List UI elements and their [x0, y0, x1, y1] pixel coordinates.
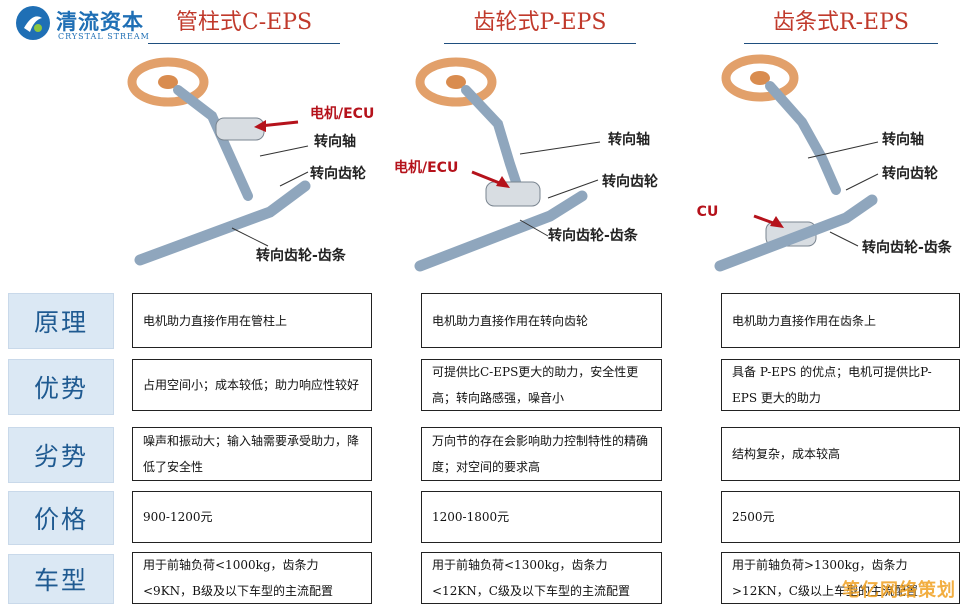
cell-text: 用于前轴负荷<1300kg，齿条力<12KN，C级及以下车型的主流配置 [432, 558, 630, 598]
steering-rack [414, 190, 588, 272]
steering-gear-label: 转向齿轮 [882, 165, 938, 182]
cell-disadvantages-p-eps: 万向节的存在会影响助力控制特性的精确度；对空间的要求高 [421, 427, 662, 481]
arrow-head [496, 176, 510, 188]
steering-diagram-p-eps: 电机/ECU 转向轴 转向齿轮 转向齿轮-齿条 [394, 57, 658, 272]
steering-gear-label: 转向齿轮 [602, 173, 658, 190]
cell-vehicle-type-p-eps: 用于前轴负荷<1300kg，齿条力<12KN，C级及以下车型的主流配置 [421, 552, 662, 604]
motor-ecu-label: 电机/ECU [394, 159, 458, 176]
row-label-vehicle-type: 车型 [8, 554, 114, 604]
cell-text: 2500元 [732, 510, 775, 524]
steering-wheel-icon [127, 57, 209, 107]
motor-ecu-label: 电机/ECU [310, 105, 374, 122]
cell-text: 900-1200元 [143, 510, 213, 524]
title-underline [148, 43, 340, 44]
cell-vehicle-type-c-eps: 用于前轴负荷<1000kg，齿条力<9KN，B级及以下车型的主流配置 [132, 552, 372, 604]
cell-advantages-c-eps: 占用空间小；成本较低；助力响应性较好 [132, 359, 372, 411]
logo-tagline: CRYSTAL STREAM [58, 32, 150, 41]
cell-text: 占用空间小；成本较低；助力响应性较好 [143, 378, 360, 392]
cell-vehicle-type-r-eps: 用于前轴负荷>1300kg，齿条力>12KN，C级以上车型的主流配置 [721, 552, 960, 604]
cell-text: 用于前轴负荷<1000kg，齿条力<9KN，B级及以下车型的主流配置 [143, 558, 333, 598]
steering-column [765, 81, 841, 195]
logo-title: 清流资本 [56, 10, 144, 34]
wheel-hub [446, 75, 466, 89]
diagram-p-eps: 电机/ECU 转向轴 转向齿轮 转向齿轮-齿条 [390, 46, 690, 280]
cell-disadvantages-r-eps: 结构复杂，成本较高 [721, 427, 960, 481]
arrow-head [254, 120, 266, 132]
cell-principle-r-eps: 电机助力直接作用在齿条上 [721, 293, 960, 348]
steering-column [173, 85, 253, 201]
row-label-disadvantages: 劣势 [8, 427, 114, 483]
title-underline [444, 43, 636, 44]
rack-pinion-label: 转向齿轮-齿条 [256, 247, 347, 264]
logo: 清流资本 CRYSTAL STREAM [14, 4, 154, 44]
steering-shaft-label: 转向轴 [314, 133, 356, 150]
steering-diagram-c-eps: 电机/ECU 转向轴 转向齿轮 转向齿轮-齿条 [127, 57, 374, 266]
steering-gear-label: 转向齿轮 [310, 165, 366, 182]
cell-text: 具备 P-EPS 的优点；电机可提供比P-EPS 更大的助力 [732, 365, 932, 405]
cell-disadvantages-c-eps: 噪声和振动大；输入轴需要承受助力，降低了安全性 [132, 427, 372, 481]
steering-diagram-r-eps: 电机/ECU 转向轴 转向齿轮 转向齿轮-齿条 [696, 54, 953, 272]
cell-text: 1200-1800元 [432, 510, 510, 524]
steering-rack [714, 194, 878, 272]
cell-text: 噪声和振动大；输入轴需要承受助力，降低了安全性 [143, 434, 360, 474]
cell-text: 结构复杂，成本较高 [732, 447, 841, 461]
cell-text: 可提供比C-EPS更大的助力，安全性更高；转向路感强，噪音小 [432, 365, 639, 405]
steering-wheel-icon [721, 54, 799, 102]
cell-text: 电机助力直接作用在管柱上 [143, 313, 288, 328]
cell-principle-p-eps: 电机助力直接作用在转向齿轮 [421, 293, 662, 348]
cell-text: 电机助力直接作用在转向齿轮 [432, 313, 589, 328]
watermark: 笔亿网络策划 [842, 580, 956, 601]
steering-shaft-label: 转向轴 [882, 131, 924, 148]
column-title-text: 齿条式R-EPS [773, 10, 909, 35]
diagram-r-eps: 电机/ECU 转向轴 转向齿轮 转向齿轮-齿条 [696, 46, 966, 280]
cell-principle-c-eps: 电机助力直接作用在管柱上 [132, 293, 372, 348]
cell-advantages-r-eps: 具备 P-EPS 的优点；电机可提供比P-EPS 更大的助力 [721, 359, 960, 411]
wheel-hub [158, 75, 178, 89]
motor-ecu-label: 电机/ECU [696, 203, 718, 220]
column-title-text: 管柱式C-EPS [175, 10, 313, 35]
diagram-c-eps: 电机/ECU 转向轴 转向齿轮 转向齿轮-齿条 [120, 46, 410, 280]
title-underline [744, 43, 938, 44]
column-title-text: 齿轮式P-EPS [473, 10, 607, 35]
motor-ecu-icon [485, 181, 541, 207]
cell-advantages-p-eps: 可提供比C-EPS更大的助力，安全性更高；转向路感强，噪音小 [421, 359, 662, 411]
rack-pinion-label: 转向齿轮-齿条 [548, 227, 639, 244]
row-label-principle: 原理 [8, 293, 114, 349]
rack-pinion-label: 转向齿轮-齿条 [862, 239, 953, 256]
row-label-advantages: 优势 [8, 359, 114, 415]
steering-column [461, 85, 525, 199]
steering-wheel-icon [415, 57, 497, 107]
steering-rack [134, 180, 311, 266]
arrow-head [770, 216, 784, 228]
column-title-p-eps: 齿轮式P-EPS [444, 4, 636, 44]
column-title-c-eps: 管柱式C-EPS [148, 4, 340, 44]
row-label-price: 价格 [8, 491, 114, 545]
column-title-r-eps: 齿条式R-EPS [744, 4, 938, 44]
cell-price-p-eps: 1200-1800元 [421, 491, 662, 543]
steering-shaft-label: 转向轴 [608, 131, 650, 148]
cell-text: 用于前轴负荷>1300kg，齿条力>12KN，C级以上车型的主流配置 [732, 558, 918, 598]
logo-icon [16, 6, 50, 40]
cell-price-r-eps: 2500元 [721, 491, 960, 543]
cell-price-c-eps: 900-1200元 [132, 491, 372, 543]
motor-arrow [259, 120, 299, 128]
motor-arrow [471, 170, 503, 186]
motor-ecu-icon [215, 117, 265, 141]
cell-text: 电机助力直接作用在齿条上 [732, 313, 877, 328]
wheel-hub [750, 71, 770, 85]
cell-text: 万向节的存在会影响助力控制特性的精确度；对空间的要求高 [432, 434, 649, 474]
